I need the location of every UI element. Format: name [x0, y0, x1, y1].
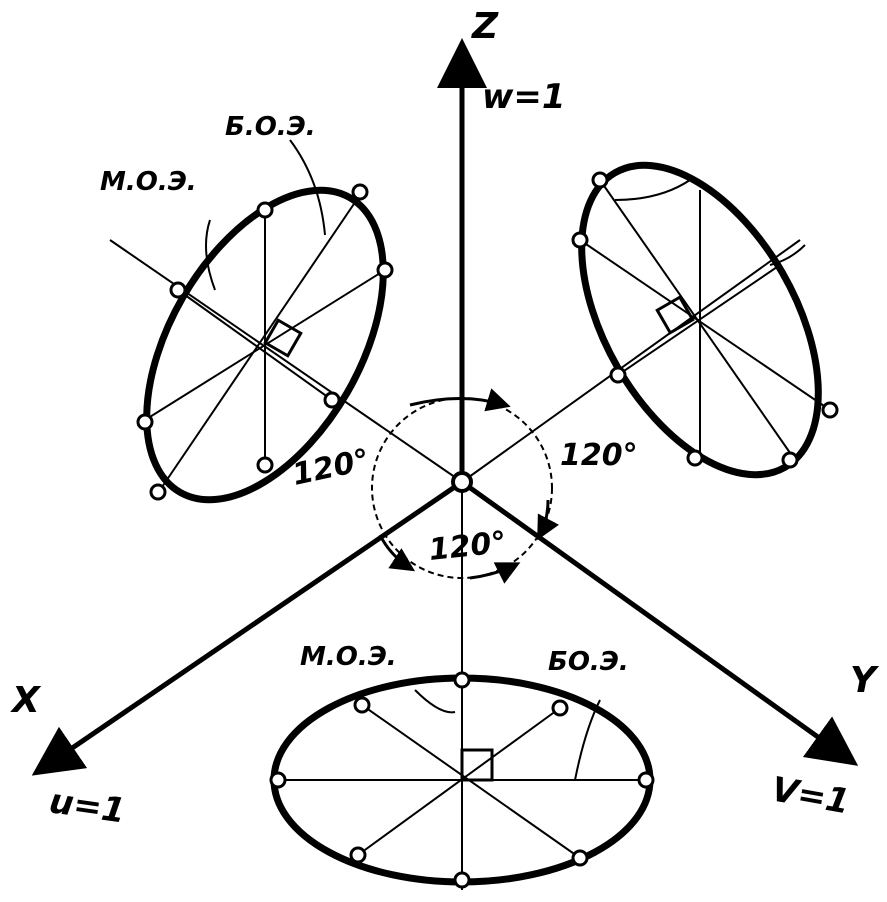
angle-arrow-top [409, 388, 511, 412]
yz-point [781, 451, 799, 469]
xz-point [256, 456, 274, 474]
origin-point [451, 471, 473, 493]
ellipse-xy-group [269, 671, 655, 889]
xy-point [551, 699, 569, 717]
xy-point [571, 849, 589, 867]
y-axis-unit: V=1 [768, 769, 852, 822]
angle-arrow-bottom [469, 562, 521, 584]
angle-circle-group [371, 388, 560, 584]
xz-point [136, 413, 154, 431]
xy-point [349, 846, 367, 864]
xz-point [256, 201, 274, 219]
xy-point [353, 696, 371, 714]
yz-point [571, 231, 589, 249]
yz-point [686, 449, 704, 467]
xy-minor-label: М.О.Э. [300, 642, 397, 672]
x-axis-unit: u=1 [47, 781, 128, 831]
z-axis-letter: Z [471, 6, 499, 47]
xz-minor-label: М.О.Э. [100, 167, 197, 197]
xz-major-leader [289, 139, 326, 236]
yz-point [821, 401, 839, 419]
angle-arrow-left [378, 534, 416, 572]
xz-major-label: Б.О.Э. [225, 112, 316, 142]
yz-diag-2 [617, 264, 781, 376]
ellipse-xz-group [136, 139, 394, 504]
x-axis [31, 479, 464, 776]
yz-right-angle [655, 295, 695, 335]
yz-leader-2 [769, 244, 806, 266]
angle-label-right: 120° [560, 438, 638, 473]
xz-right-angle [263, 318, 303, 358]
xz-point [323, 391, 341, 409]
xy-minor-leader [414, 689, 456, 714]
ellipse-yz-group [571, 161, 839, 479]
x-axis-letter: X [10, 680, 42, 721]
yz-point [591, 171, 609, 189]
xy-point [269, 771, 287, 789]
y-axis [460, 479, 859, 766]
xy-point [453, 871, 471, 889]
xz-point [149, 483, 167, 501]
yz-leader-1 [614, 179, 691, 201]
yz-point [609, 366, 627, 384]
x-axis-ext [109, 239, 463, 483]
xy-point [453, 671, 471, 689]
xy-major-leader [574, 699, 601, 781]
xz-point [169, 281, 187, 299]
xz-major-axis [159, 194, 361, 491]
ellipse-xz [143, 186, 387, 504]
xy-major-label: БО.Э. [548, 647, 629, 677]
angle-arrow-right [537, 499, 560, 541]
xz-minor-leader [205, 219, 216, 291]
xz-point [376, 261, 394, 279]
xy-right-angle [460, 748, 494, 782]
yz-diag-1 [579, 239, 831, 411]
y-axis-letter: Y [850, 660, 880, 701]
angle-label-bottom: 120° [427, 525, 508, 568]
xz-point [351, 183, 369, 201]
axes-group [31, 38, 859, 890]
xz-diag-2 [177, 289, 333, 401]
xy-point [637, 771, 655, 789]
z-axis-unit: w=1 [482, 77, 566, 117]
y-axis-ext [461, 239, 801, 483]
xy-diag-2 [357, 707, 561, 856]
xz-diag-1 [144, 269, 386, 421]
